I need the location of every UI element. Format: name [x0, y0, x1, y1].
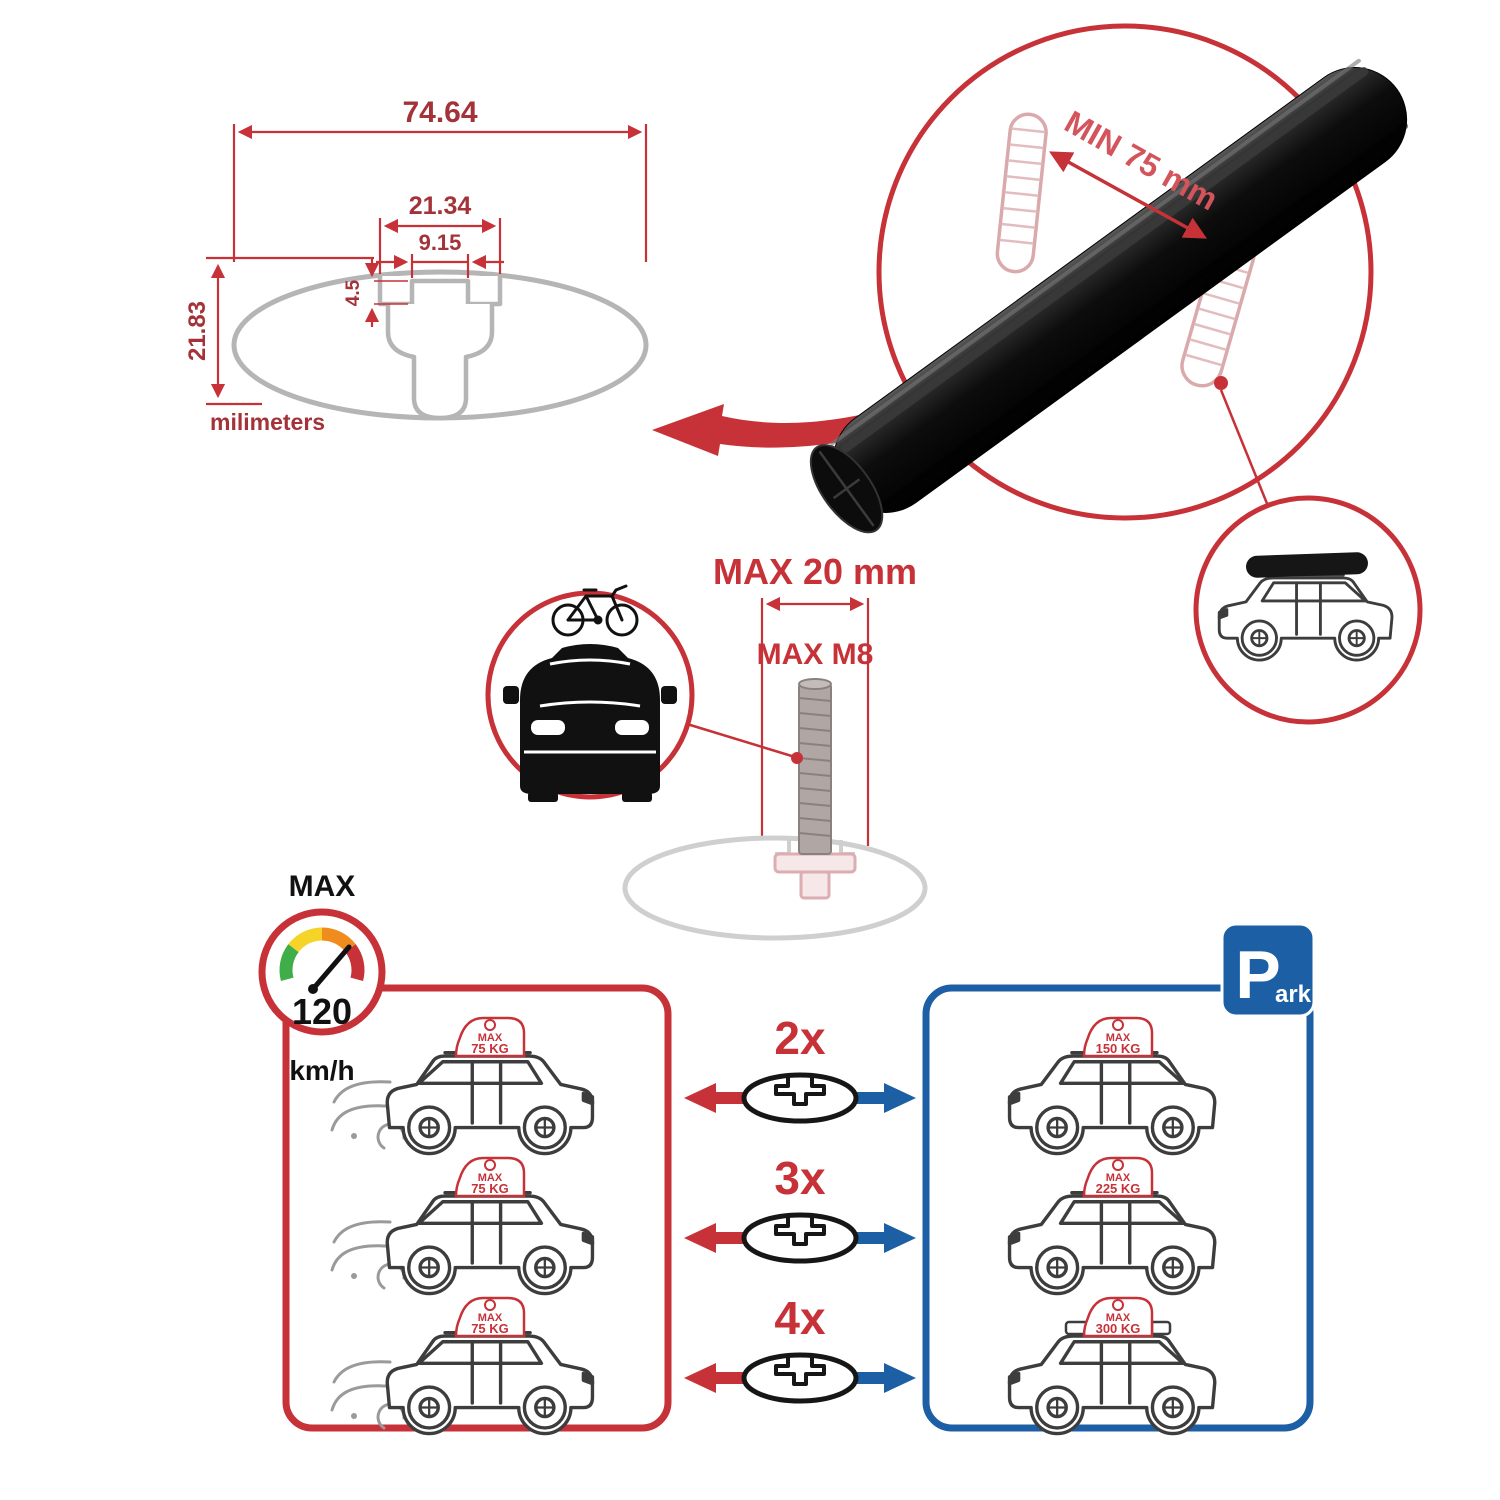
- pod-kg-label: 225 KG: [1096, 1181, 1141, 1196]
- pod-kg-label: 300 KG: [1096, 1321, 1141, 1336]
- t-slot-cavity: [385, 304, 495, 421]
- bolt-icon: [798, 678, 832, 855]
- multiplier-column: 2x 3x 4x: [684, 1012, 916, 1401]
- roof-load-pod: MAX 75 KG: [454, 1156, 526, 1198]
- detail-connector-line: [1219, 389, 1270, 507]
- roof-load-pod: MAX 75 KG: [454, 1296, 526, 1338]
- bolt-max-thread-label: MAX M8: [757, 638, 874, 671]
- roof-load-pod: MAX 225 KG: [1082, 1156, 1154, 1198]
- pod-max-label: MAX: [1106, 1032, 1131, 1044]
- parking-sign: P ark: [1220, 922, 1316, 1018]
- roof-load-pod: MAX 300 KG: [1082, 1296, 1154, 1338]
- roof-box: [1246, 552, 1368, 578]
- min-span-arrow: [1049, 151, 1207, 239]
- bar-zoom-detail: MIN 75 mm: [809, 23, 1409, 534]
- cross-section-diagram: 74.64 21.34 9.15 4.5 21.83 milimeters: [184, 96, 649, 435]
- bolt-hidden-foot: [773, 852, 857, 900]
- parking-letter: P: [1235, 937, 1280, 1013]
- pod-kg-label: 75 KG: [471, 1181, 509, 1196]
- pod-brand-icon: [484, 1299, 496, 1311]
- pod-max-label: MAX: [478, 1312, 503, 1324]
- parking-icon: [1220, 922, 1316, 1018]
- bicycle-icon: [551, 584, 639, 637]
- multiplier-label: 2x: [774, 1012, 826, 1064]
- speed-value: 120: [292, 991, 352, 1032]
- speed-limit-badge: MAX 120 km/h: [258, 870, 386, 1086]
- speed-unit: km/h: [289, 1055, 354, 1086]
- speedometer-needle: [310, 944, 352, 992]
- bolt-max-width-label: MAX 20 mm: [713, 551, 917, 592]
- bolt-dimension-lines: [760, 596, 870, 846]
- pod-brand-icon: [484, 1159, 496, 1171]
- speed-max-label: MAX: [289, 870, 356, 903]
- roof-rail-left: [995, 112, 1048, 274]
- dim-slot-inner-width: 9.15: [419, 230, 462, 255]
- pod-kg-label: 75 KG: [471, 1321, 509, 1336]
- units-label: milimeters: [210, 409, 325, 435]
- driving-zone: MAX 75 KG MAX 75 KG MAX 75 KG MAX: [258, 870, 672, 1436]
- crossbar-profile-icon: [744, 1355, 856, 1401]
- pod-brand-icon: [1112, 1019, 1124, 1031]
- pod-kg-label: 75 KG: [471, 1041, 509, 1056]
- roofbox-car-badge: [1193, 495, 1423, 725]
- crossbar-image: [809, 58, 1409, 534]
- dimension-lines: [206, 124, 648, 406]
- roof-load-pod: MAX 150 KG: [1082, 1016, 1154, 1058]
- parking-zone: MAX 150 KG MAX 225 KG MAX 300 KG: [922, 922, 1316, 1436]
- multiplier-label: 4x: [774, 1292, 826, 1344]
- parking-suffix: ark: [1275, 981, 1312, 1008]
- pod-brand-icon: [1112, 1299, 1124, 1311]
- bolt-detail-dot: [791, 752, 803, 764]
- crossbar-profile-icon: [744, 1075, 856, 1121]
- pod-brand-icon: [1112, 1159, 1124, 1171]
- pod-max-label: MAX: [478, 1172, 503, 1184]
- pod-max-label: MAX: [1106, 1172, 1131, 1184]
- bolt-spec-section: MAX 20 mm MAX M8: [622, 551, 928, 941]
- pod-max-label: MAX: [1106, 1312, 1131, 1324]
- dim-total-height: 21.83: [184, 301, 211, 361]
- rail-detail-dot: [1214, 376, 1228, 390]
- roof-load-pod: MAX 75 KG: [454, 1016, 526, 1058]
- dim-lip-height: 4.5: [343, 279, 364, 306]
- dim-total-width: 74.64: [402, 96, 477, 129]
- crossbar-profile-icon: [744, 1215, 856, 1261]
- ghost-slot: [775, 840, 855, 856]
- car-front-icon: [503, 644, 677, 802]
- pod-brand-icon: [484, 1019, 496, 1031]
- pod-max-label: MAX: [478, 1032, 503, 1044]
- multiplier-label: 3x: [774, 1152, 826, 1204]
- bolt-connector-line: [686, 722, 796, 759]
- bike-car-badge: [485, 584, 695, 802]
- dim-slot-outer-width: 21.34: [409, 192, 472, 220]
- pod-kg-label: 150 KG: [1096, 1041, 1141, 1056]
